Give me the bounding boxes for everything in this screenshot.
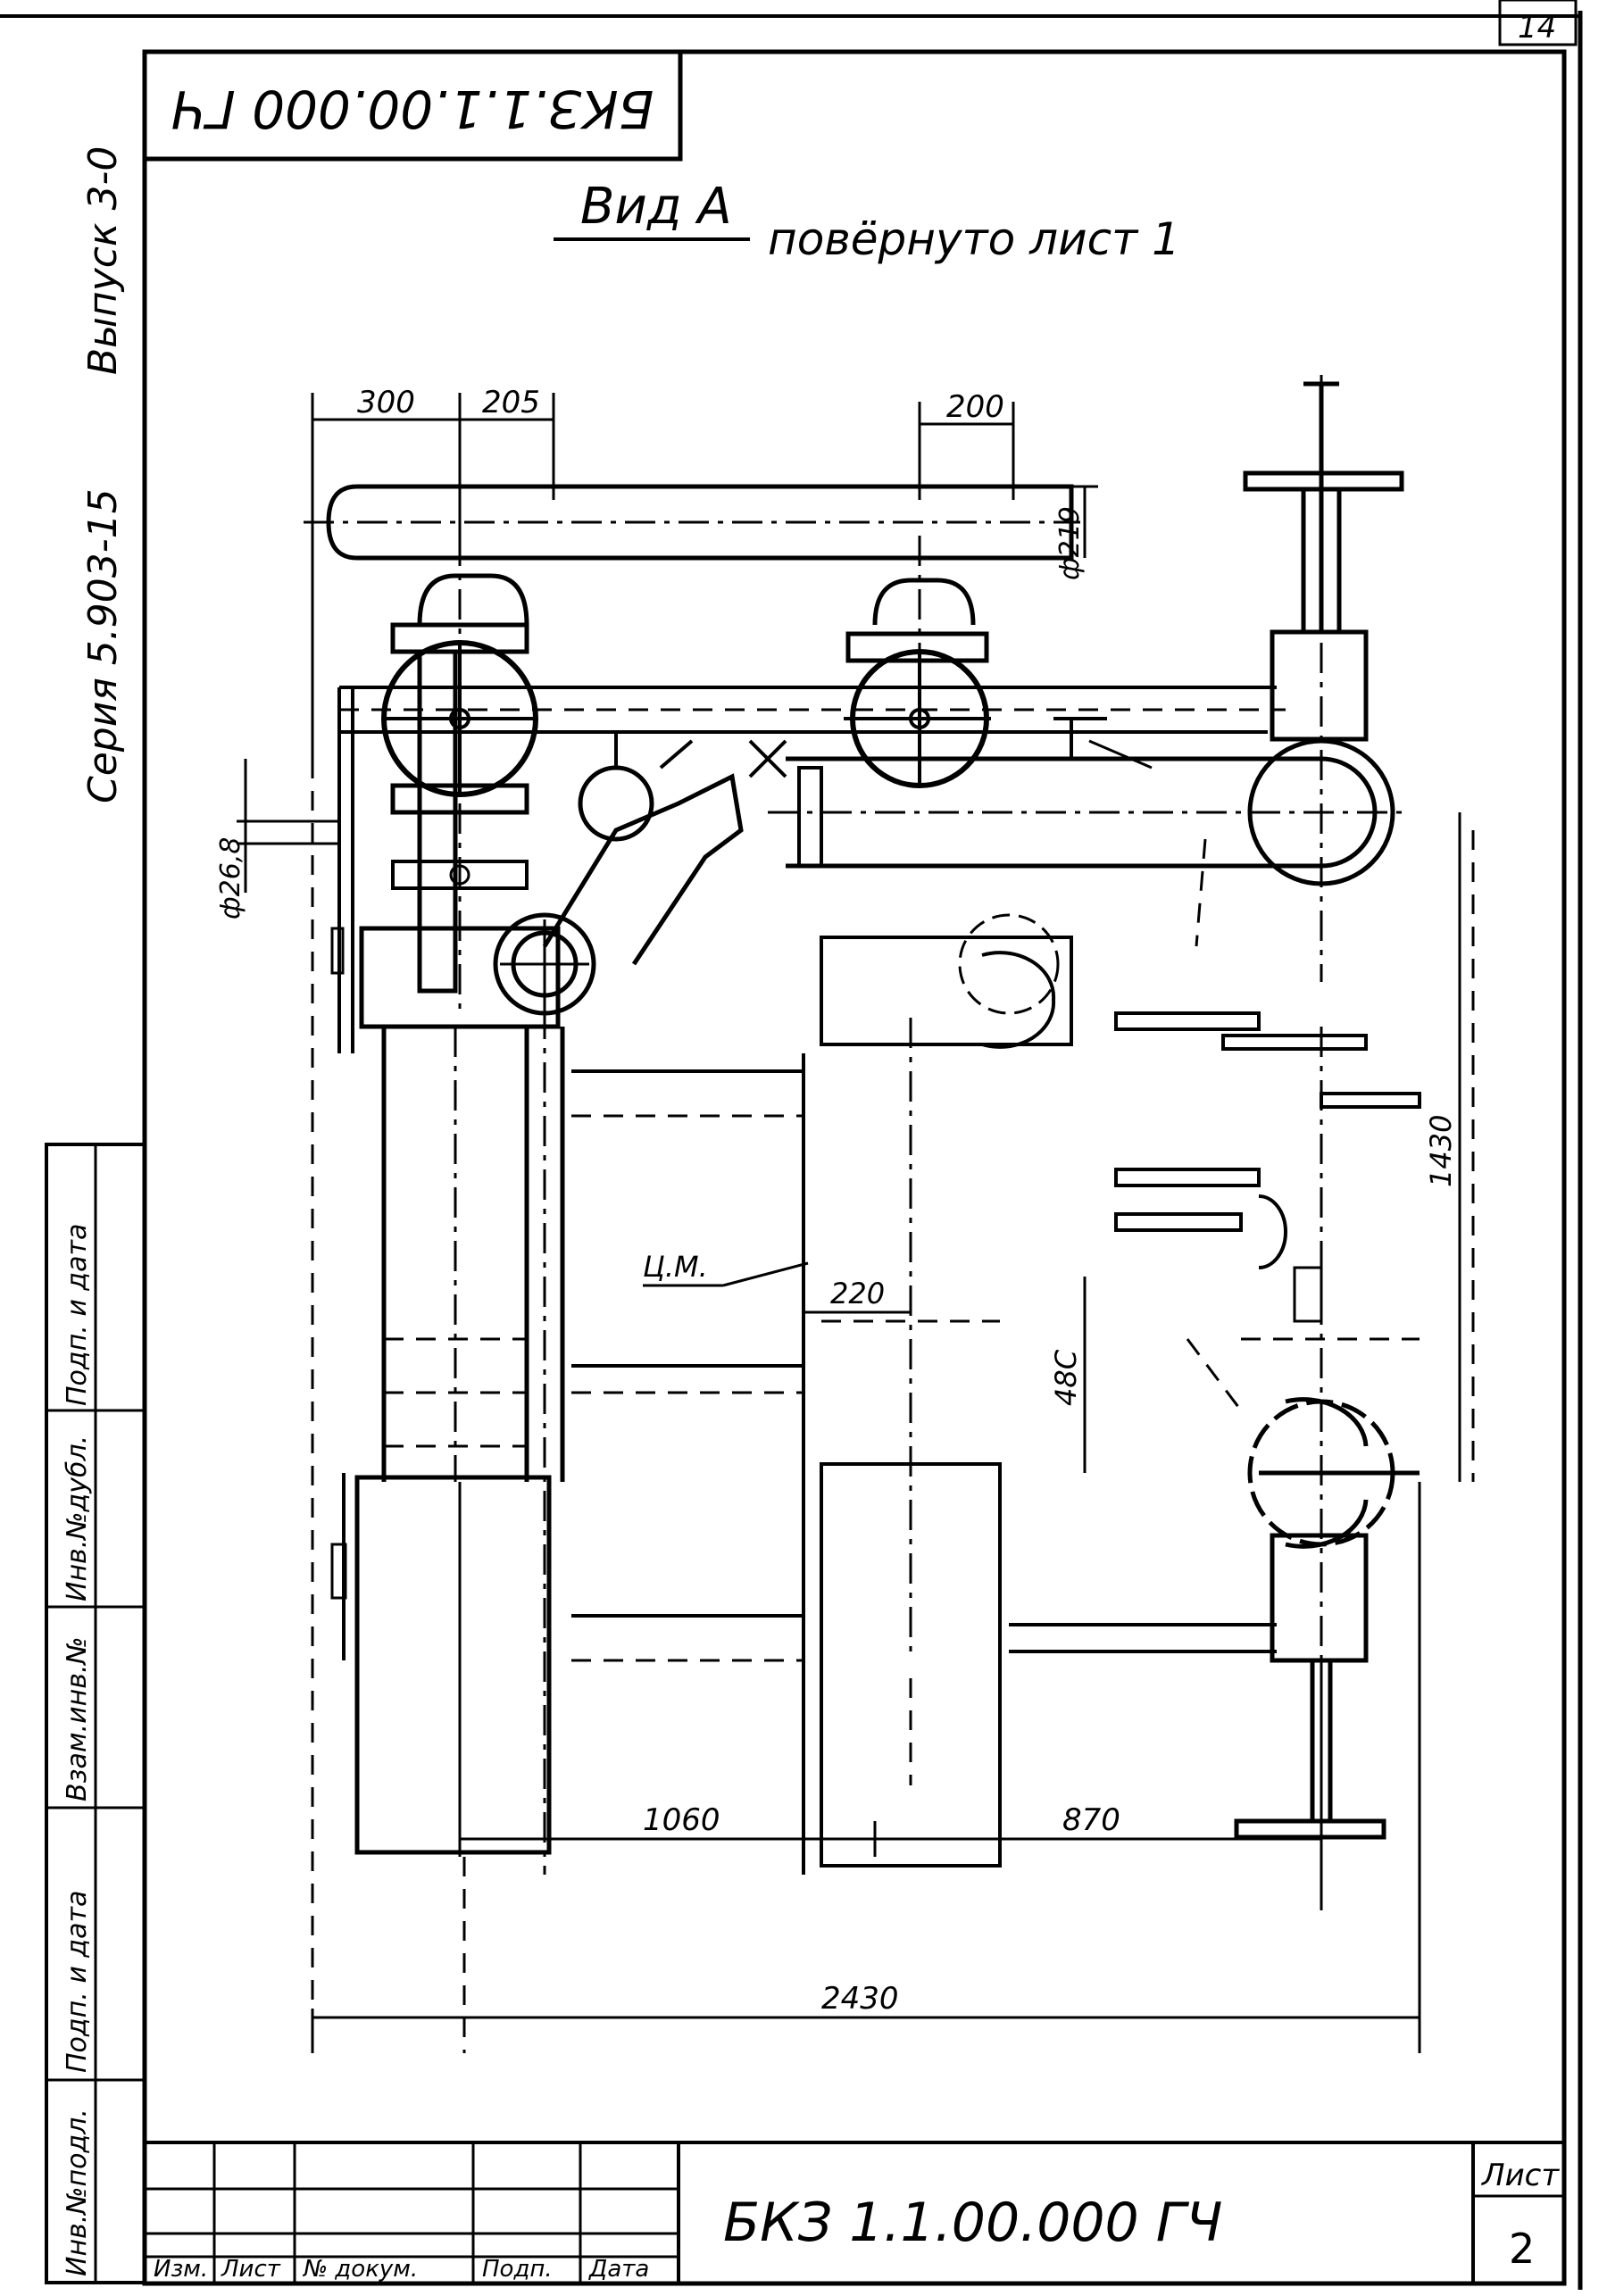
issue-label: Выпуск 3-0	[80, 146, 126, 375]
dim-300: 300	[357, 385, 415, 420]
stamp-cell-5: Подп. и дата	[62, 1224, 93, 1406]
sheet-corner-number: 14	[1518, 10, 1556, 46]
rotated-code: БКЗ.1.1.00.000 ГЧ	[171, 79, 654, 139]
dim-480: 48С	[1049, 1349, 1083, 1406]
tb-header-sign: Подп.	[482, 2256, 553, 2283]
tb-header-list: Лист	[221, 2256, 281, 2283]
series-label: Серия 5.903-15	[80, 488, 126, 803]
tb-doc-code: БКЗ 1.1.00.000 ГЧ	[723, 2192, 1222, 2254]
dim-200: 200	[946, 389, 1004, 425]
piping-drawing	[304, 375, 1475, 2053]
tb-header-izm: Изм.	[154, 2256, 208, 2283]
view-note: повёрнуто лист 1	[768, 213, 1180, 265]
dim-dia268: ф26,8	[215, 837, 246, 919]
dim-1430: 1430	[1424, 1115, 1458, 1187]
dim-870: 870	[1062, 1802, 1120, 1838]
bottom-left-box	[354, 1475, 552, 1855]
label-center-mass: Ц.М.	[643, 1250, 708, 1284]
stamp-cell-4: Инв.№дубл.	[62, 1435, 93, 1601]
stamp-cell-3: Взам.инв.№	[62, 1636, 93, 1801]
dimensions	[237, 393, 1461, 2053]
view-title: Вид А	[580, 178, 732, 236]
header-pipe	[326, 484, 1074, 561]
stamp-cell-1: Инв.№подл.	[62, 2109, 93, 2276]
stamp-cell-2: Подп. и дата	[62, 1891, 93, 2073]
side-stamp	[45, 1143, 146, 2284]
dim-2430: 2430	[821, 1981, 899, 2017]
tb-sheet-label: Лист	[1480, 2158, 1560, 2193]
tb-header-date: Дата	[588, 2256, 649, 2283]
dim-220: 220	[830, 1277, 885, 1310]
dim-205: 205	[482, 385, 540, 420]
rotated-code-box: БКЗ.1.1.00.000 ГЧ	[142, 49, 683, 162]
dim-1060: 1060	[643, 1802, 720, 1838]
tb-header-doc: № докум.	[302, 2256, 418, 2283]
dim-dia219: ф219	[1054, 506, 1086, 580]
title-block	[145, 2141, 1564, 2283]
tb-sheet-number: 2	[1509, 2225, 1535, 2273]
